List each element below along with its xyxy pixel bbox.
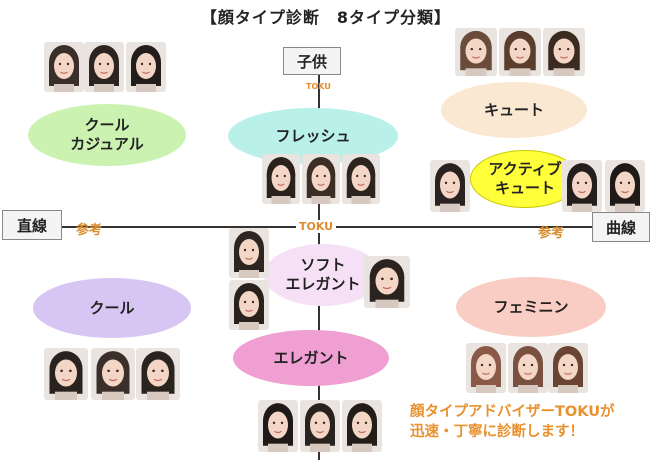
fresh-photo xyxy=(342,154,380,204)
left-reference-note: 参考 xyxy=(76,223,103,238)
type-active-cute: アクティブ キュート xyxy=(470,150,580,208)
axis-label-curve: 曲線 xyxy=(592,212,650,242)
type-cute: キュート xyxy=(441,82,587,138)
active-cute-photo xyxy=(562,160,602,212)
cute-photo xyxy=(499,28,541,76)
axis-label-straight: 直線 xyxy=(2,210,62,240)
fresh-photo xyxy=(302,154,340,204)
cool-casual-photo xyxy=(84,42,124,92)
cute-photo xyxy=(455,28,497,76)
soft-elegant-left-photo xyxy=(229,228,269,278)
active-cute-photo xyxy=(605,160,645,212)
fresh-photo xyxy=(262,154,300,204)
feminine-photo xyxy=(466,343,506,393)
type-elegant: エレガント xyxy=(233,330,389,386)
right-reference-note: 参考 xyxy=(538,226,565,241)
active-cute-photo xyxy=(430,160,470,212)
top-brand-label: TOKU xyxy=(306,82,331,91)
soft-elegant-left-photo xyxy=(229,280,269,330)
cool-photo xyxy=(136,348,180,400)
center-brand-label: TOKU xyxy=(296,220,337,233)
cool-casual-photo xyxy=(126,42,166,92)
elegant-photo xyxy=(342,400,382,452)
cool-photo xyxy=(91,348,135,400)
elegant-photo xyxy=(258,400,298,452)
type-cool-casual: クール カジュアル xyxy=(28,104,186,166)
type-cool: クール xyxy=(33,278,191,338)
cool-photo xyxy=(44,348,88,400)
type-soft-elegant: ソフト エレガント xyxy=(264,244,382,306)
feminine-photo xyxy=(508,343,548,393)
promo-text: 顔タイプアドバイザーTOKUが 迅速・丁寧に診断します！ xyxy=(410,404,615,440)
axis-label-child: 子供 xyxy=(283,47,341,75)
soft-elegant-right-photo xyxy=(364,256,410,308)
type-feminine: フェミニン xyxy=(456,277,606,337)
elegant-photo xyxy=(300,400,340,452)
page-title: 【顔タイプ診断 8タイプ分類】 xyxy=(200,8,452,27)
feminine-photo xyxy=(548,343,588,393)
cool-casual-photo xyxy=(44,42,84,92)
cute-photo xyxy=(543,28,585,76)
